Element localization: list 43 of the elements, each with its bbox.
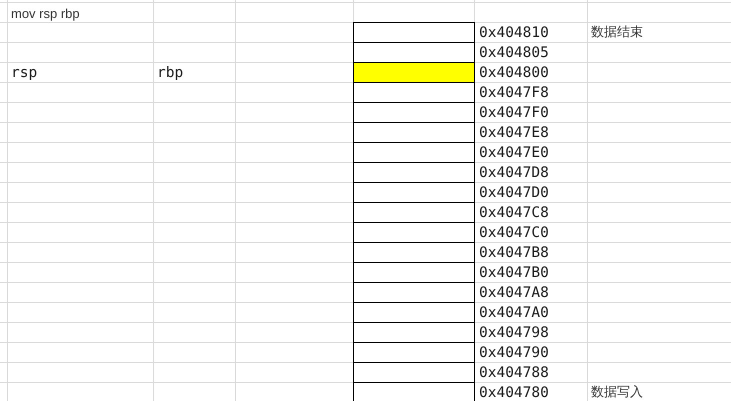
address-label: 0x4047E8 <box>479 124 549 143</box>
memory-cell <box>353 222 475 243</box>
memory-cell <box>353 82 475 103</box>
memory-cell <box>353 122 475 143</box>
address-label: 0x404810 <box>479 24 549 43</box>
address-label: 0x4047C0 <box>479 224 549 243</box>
memory-cell <box>353 382 475 401</box>
address-label: 0x4047F8 <box>479 84 549 103</box>
address-label: 0x4047C8 <box>479 204 549 223</box>
address-label: 0x4047A0 <box>479 304 549 323</box>
address-label: 0x404805 <box>479 44 549 63</box>
address-label: 0x404798 <box>479 324 549 343</box>
memory-cell <box>353 322 475 343</box>
address-label: 0x4047A8 <box>479 284 549 303</box>
memory-cell <box>353 42 475 63</box>
heading-text: mov rsp rbp <box>11 5 80 23</box>
memory-cell <box>353 142 475 163</box>
address-label: 0x4047B8 <box>479 244 549 263</box>
memory-cell <box>353 262 475 283</box>
address-label: 0x404800 <box>479 64 549 83</box>
memory-cell <box>353 362 475 383</box>
note-label: 数据写入 <box>591 384 643 401</box>
memory-cell <box>353 282 475 303</box>
memory-cell <box>353 22 475 43</box>
register-label: rsp <box>11 64 38 83</box>
address-label: 0x4047F0 <box>479 104 549 123</box>
note-label: 数据结束 <box>591 24 643 42</box>
memory-cell <box>353 162 475 183</box>
memory-cell <box>353 202 475 223</box>
memory-cell <box>353 242 475 263</box>
memory-cell <box>353 302 475 323</box>
address-label: 0x404780 <box>479 384 549 401</box>
address-label: 0x4047D8 <box>479 164 549 183</box>
memory-cell <box>353 342 475 363</box>
address-label: 0x404788 <box>479 364 549 383</box>
highlighted-memory-cell <box>353 62 475 83</box>
address-label: 0x4047E0 <box>479 144 549 163</box>
memory-cell <box>353 102 475 123</box>
register-label: rbp <box>157 64 184 83</box>
address-label: 0x4047B0 <box>479 264 549 283</box>
memory-cell <box>353 182 475 203</box>
address-label: 0x4047D0 <box>479 184 549 203</box>
address-label: 0x404790 <box>479 344 549 363</box>
